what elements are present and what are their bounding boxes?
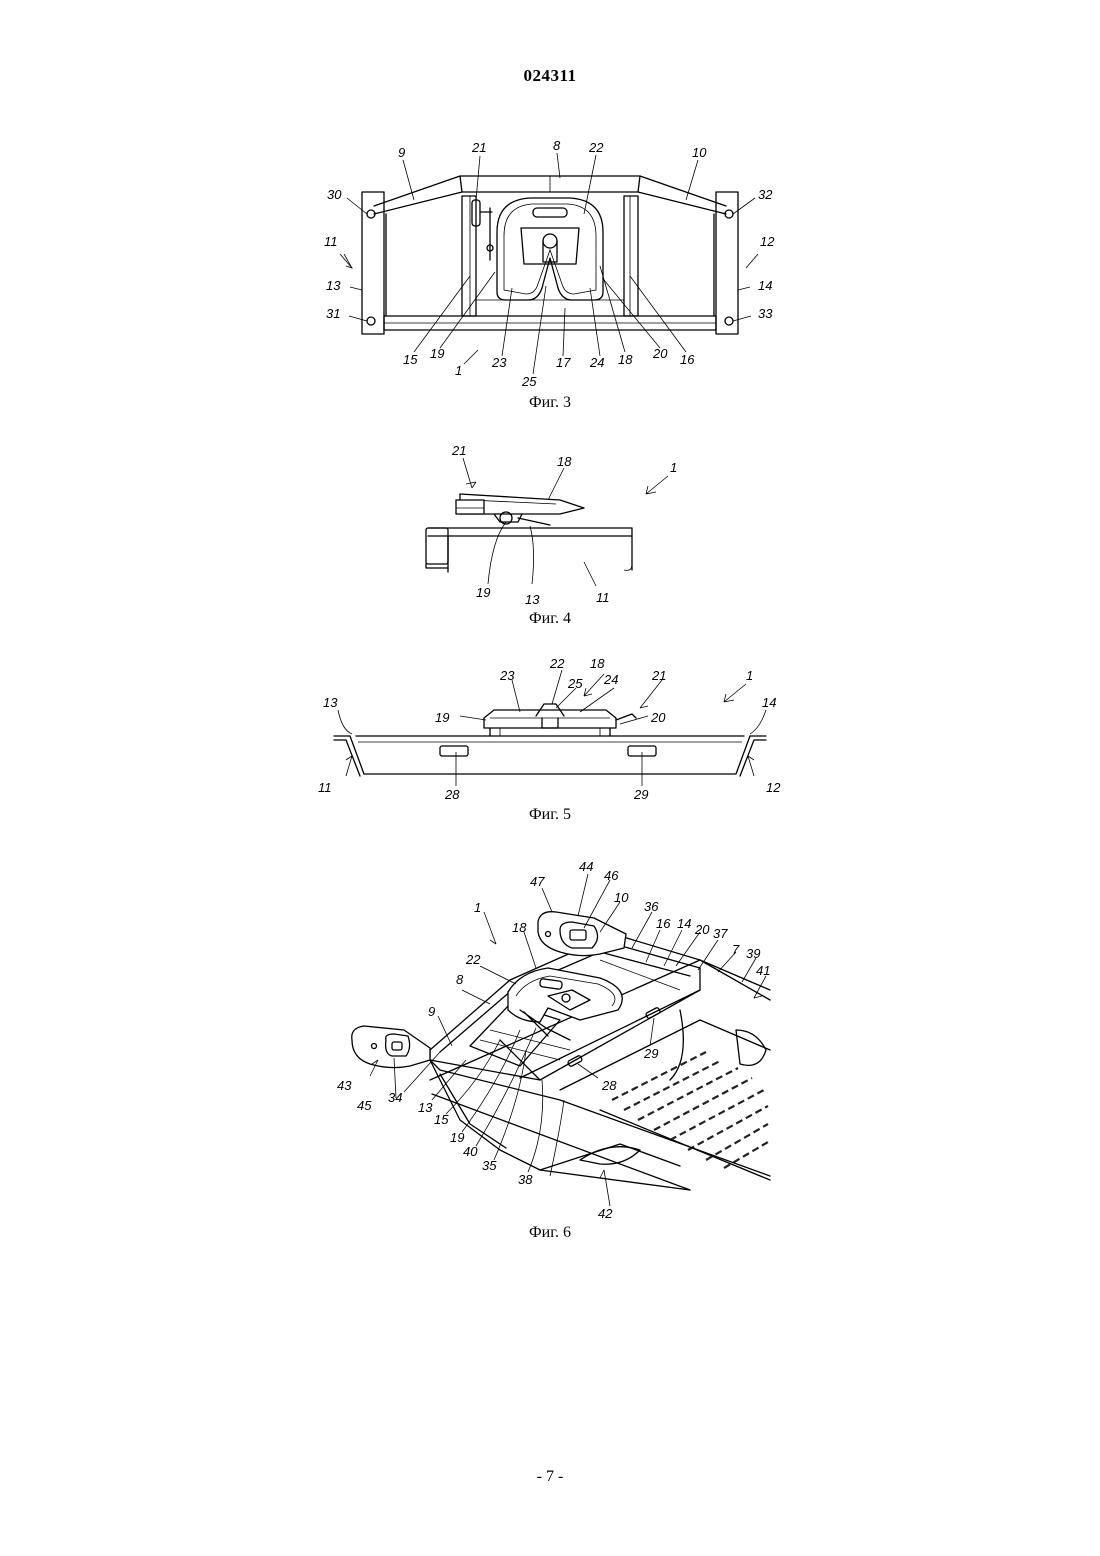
- fig4-label-21: 21: [451, 443, 466, 458]
- hitch-bracket-43: [352, 1026, 430, 1068]
- fig3-label-11: 11: [324, 234, 338, 249]
- fig5-label-20: 20: [650, 710, 666, 725]
- fig3-label-9: 9: [398, 145, 405, 160]
- fig3-label-30: 30: [327, 187, 342, 202]
- figure-3-drawing: 9 21 8 22 10 30 32 11 12 13 14 31 33 15 …: [0, 130, 1100, 395]
- fig5-label-19: 19: [435, 710, 449, 725]
- fig6-label-29: 29: [643, 1046, 658, 1061]
- fig4-label-18: 18: [557, 454, 572, 469]
- fig6-label-40: 40: [463, 1144, 478, 1159]
- fig5-label-14: 14: [762, 695, 776, 710]
- fig5-label-11: 11: [318, 780, 332, 795]
- fig6-label-44: 44: [579, 859, 593, 874]
- figure-3-caption: Фиг. 3: [0, 394, 1100, 412]
- figure-4-caption: Фиг. 4: [0, 610, 1100, 628]
- fig3-label-24: 24: [589, 355, 604, 370]
- fig6-label-38: 38: [518, 1172, 533, 1187]
- fig6-label-16: 16: [656, 916, 671, 931]
- document-number: 024311: [0, 66, 1100, 86]
- fig6-label-15: 15: [434, 1112, 449, 1127]
- fig6-label-13: 13: [418, 1100, 433, 1115]
- fig3-label-33: 33: [758, 306, 773, 321]
- fig5-label-25: 25: [567, 676, 583, 691]
- fig6-label-20: 20: [694, 922, 710, 937]
- fig3-label-10: 10: [692, 145, 707, 160]
- figure-6-caption: Фиг. 6: [0, 1224, 1100, 1242]
- fig5-label-22: 22: [549, 656, 565, 671]
- fig6-label-45: 45: [357, 1098, 372, 1113]
- fig5-label-13: 13: [323, 695, 338, 710]
- fig5-label-28: 28: [444, 787, 460, 802]
- fig3-label-20: 20: [652, 346, 668, 361]
- fig3-label-32: 32: [758, 187, 773, 202]
- fig3-label-8: 8: [553, 138, 561, 153]
- fig3-label-19: 19: [430, 346, 444, 361]
- fig5-label-24: 24: [603, 672, 618, 687]
- figure-5-caption: Фиг. 5: [0, 806, 1100, 824]
- fig3-label-16: 16: [680, 352, 695, 367]
- fig6-label-41: 41: [756, 963, 770, 978]
- fig4-label-1: 1: [670, 460, 677, 475]
- fig6-label-8: 8: [456, 972, 464, 987]
- fig6-label-36: 36: [644, 899, 659, 914]
- fig3-label-13: 13: [326, 278, 341, 293]
- figure-4-drawing: 21 18 1 19 13 11: [0, 440, 1100, 610]
- fig5-label-23: 23: [499, 668, 515, 683]
- fig5-label-21: 21: [651, 668, 666, 683]
- fig5-label-29: 29: [633, 787, 648, 802]
- fig6-label-19: 19: [450, 1130, 464, 1145]
- figure-6-drawing: 44 47 46 10 36 1 16 14 20 37 18 7 39 22 …: [0, 850, 1100, 1220]
- fig6-label-34: 34: [388, 1090, 402, 1105]
- fig6-label-1: 1: [474, 900, 481, 915]
- fig6-label-18: 18: [512, 920, 527, 935]
- fig6-label-43: 43: [337, 1078, 352, 1093]
- fig5-label-12: 12: [766, 780, 781, 795]
- fig6-label-42: 42: [598, 1206, 613, 1220]
- fig6-label-37: 37: [713, 926, 728, 941]
- fig6-label-28: 28: [601, 1078, 617, 1093]
- fig3-label-14: 14: [758, 278, 772, 293]
- fig3-label-23: 23: [491, 355, 507, 370]
- fig3-label-21: 21: [471, 140, 486, 155]
- fig4-label-19: 19: [476, 585, 490, 600]
- fig6-label-39: 39: [746, 946, 760, 961]
- fig3-label-31: 31: [326, 306, 340, 321]
- fig3-label-18: 18: [618, 352, 633, 367]
- fig6-label-22: 22: [465, 952, 481, 967]
- fig3-label-17: 17: [556, 355, 571, 370]
- fig6-label-7: 7: [732, 942, 740, 957]
- fig3-label-22: 22: [588, 140, 604, 155]
- fig3-label-25: 25: [521, 374, 537, 389]
- fig4-label-13: 13: [525, 592, 540, 607]
- fig6-label-35: 35: [482, 1158, 497, 1173]
- fig6-label-47: 47: [530, 874, 545, 889]
- fig3-label-1: 1: [455, 363, 462, 378]
- fig3-label-15: 15: [403, 352, 418, 367]
- hitch-bracket-44: [538, 912, 626, 956]
- fig6-label-14: 14: [677, 916, 691, 931]
- fig4-label-11: 11: [596, 590, 610, 605]
- page-number: - 7 -: [0, 1468, 1100, 1486]
- figure-5-drawing: 22 18 23 25 24 21 1 13 14 19 20 11 28 29…: [0, 652, 1100, 802]
- fig6-label-46: 46: [604, 868, 619, 883]
- fig5-label-18: 18: [590, 656, 605, 671]
- fig6-label-10: 10: [614, 890, 629, 905]
- fig5-label-1: 1: [746, 668, 753, 683]
- perforated-floor: [612, 1052, 768, 1168]
- fig3-label-12: 12: [760, 234, 775, 249]
- fig6-label-9: 9: [428, 1004, 435, 1019]
